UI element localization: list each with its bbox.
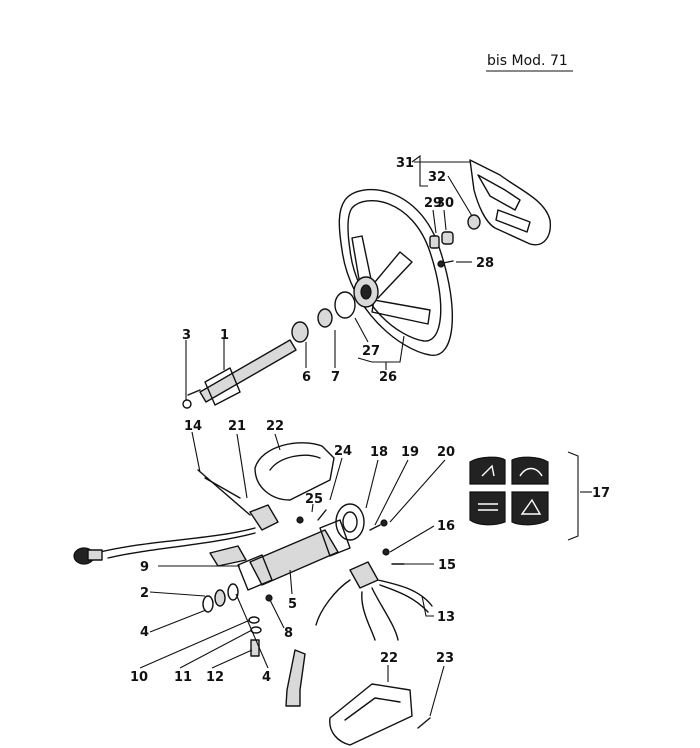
column-tube-icon [237, 519, 351, 591]
cable-plug-icon [73, 547, 103, 565]
turn-signal-switch-icon [99, 469, 279, 559]
mounting-plate-icon [209, 545, 247, 567]
screw-icon [296, 509, 405, 565]
callout-25: 25 [305, 492, 323, 507]
callout-23: 23 [436, 651, 454, 666]
steering-wheel-icon [338, 188, 454, 356]
callout-12: 12 [206, 670, 224, 685]
callout-32: 32 [428, 170, 446, 185]
callout-30: 30 [436, 196, 454, 211]
callout-7: 7 [331, 370, 340, 385]
callout-14: 14 [184, 419, 202, 434]
callout-19: 19 [401, 445, 419, 460]
callout-6: 6 [302, 370, 311, 385]
screw-icon [417, 717, 431, 729]
callout-24: 24 [334, 444, 352, 459]
callout-9: 9 [140, 560, 149, 575]
nut-icon [429, 231, 454, 268]
horn-pad-icon [467, 159, 552, 246]
callout-22-top: 22 [266, 419, 284, 434]
bearing-ring-icon [291, 291, 356, 343]
callout-4-bottom: 4 [262, 670, 271, 685]
callout-21: 21 [228, 419, 246, 434]
callout-11: 11 [174, 670, 192, 685]
group-bracket-17 [567, 451, 579, 541]
callout-16: 16 [437, 519, 455, 534]
callout-4-left: 4 [140, 625, 149, 640]
leader-lines [139, 154, 592, 717]
callout-17: 17 [592, 486, 610, 501]
model-note: bis Mod. 71 [487, 53, 568, 69]
callout-5: 5 [288, 597, 297, 612]
callout-8: 8 [284, 626, 293, 641]
callout-27: 27 [362, 344, 380, 359]
steering-shaft-icon [187, 339, 297, 406]
callout-18: 18 [370, 445, 388, 460]
callout-28: 28 [476, 256, 494, 271]
callout-31: 31 [396, 156, 414, 171]
column-shroud-upper-icon [254, 442, 335, 501]
callout-3: 3 [182, 328, 191, 343]
circlip-icon [182, 399, 192, 409]
callout-13: 13 [437, 610, 455, 625]
stalk-knob-icon [285, 649, 306, 707]
callout-29: 29 [424, 196, 442, 211]
callout-26: 26 [379, 370, 397, 385]
callout-10: 10 [130, 670, 148, 685]
callout-2: 2 [140, 586, 149, 601]
switch-symbol-icon [469, 456, 549, 526]
callout-22-bottom: 22 [380, 651, 398, 666]
callout-20: 20 [437, 445, 455, 460]
callout-1: 1 [220, 328, 229, 343]
callout-15: 15 [438, 558, 456, 573]
stalk-lever-icon [315, 561, 433, 641]
flange-icon [335, 503, 388, 541]
washer-icon [202, 583, 273, 613]
column-shroud-lower-icon [329, 683, 413, 746]
